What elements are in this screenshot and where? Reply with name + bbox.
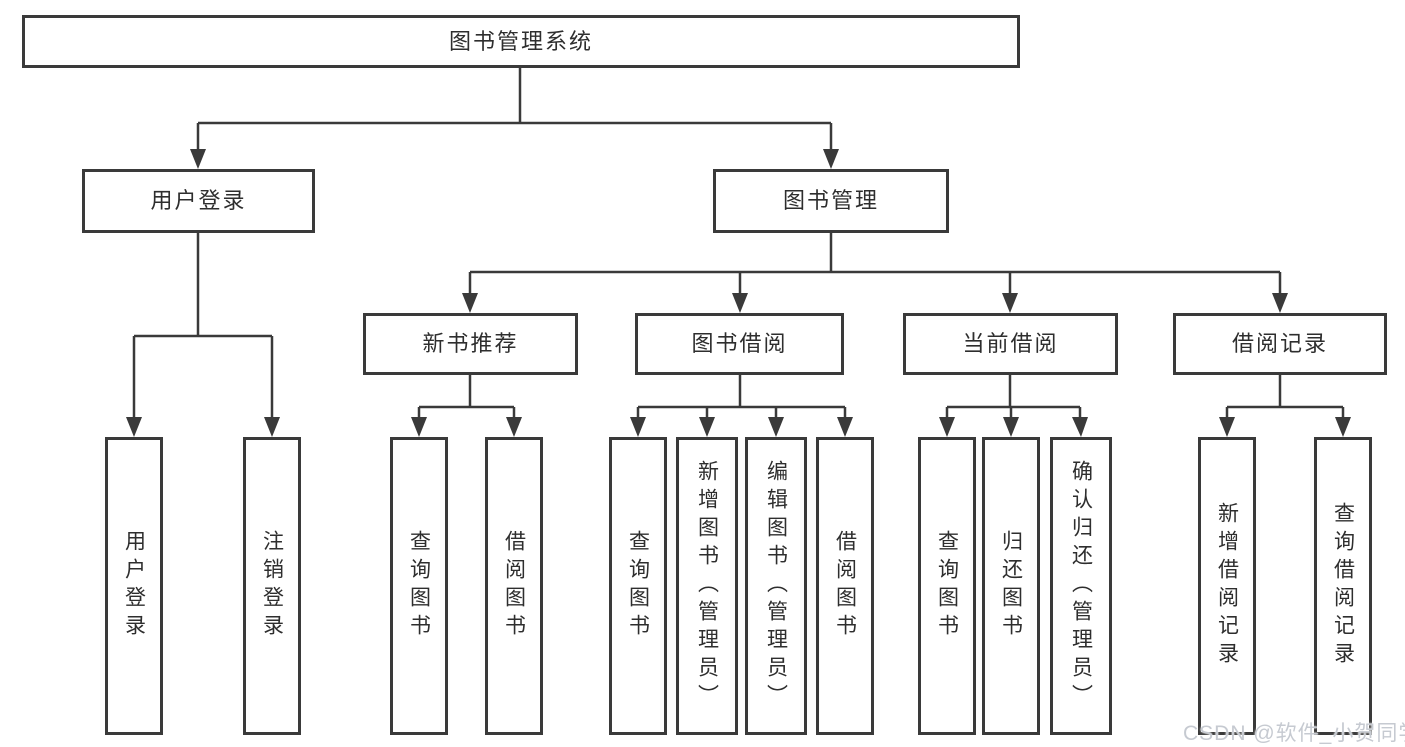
- leaf-user-login-label: 用户登录: [122, 530, 146, 642]
- leaf-add-borrow-record: 新增借阅记录: [1198, 437, 1256, 735]
- node-new-book-recommend: 新书推荐: [363, 313, 578, 375]
- leaf-current-query-books-label: 查询图书: [935, 530, 959, 642]
- leaf-add-borrow-record-label: 新增借阅记录: [1215, 502, 1239, 670]
- leaf-borrow-query-books-label: 查询图书: [626, 530, 650, 642]
- node-current-borrowing: 当前借阅: [903, 313, 1118, 375]
- leaf-newbook-borrow-book-label: 借阅图书: [502, 530, 526, 642]
- leaf-borrow-borrow-book: 借阅图书: [816, 437, 874, 735]
- tree-edges: [132, 67, 1345, 420]
- leaf-return-book-label: 归还图书: [999, 530, 1023, 642]
- csdn-watermark: CSDN @软件_小贺同学: [1183, 722, 1405, 745]
- leaf-user-logout-label: 注销登录: [260, 530, 284, 642]
- leaf-newbook-query-books-label: 查询图书: [407, 530, 431, 642]
- leaf-user-login: 用户登录: [105, 437, 163, 735]
- leaf-confirm-return-admin-label: 确认归还（管理员）: [1069, 460, 1093, 712]
- leaf-add-book-admin: 新增图书（管理员）: [676, 437, 738, 735]
- node-root-system: 图书管理系统: [22, 15, 1020, 68]
- leaf-edit-book-admin: 编辑图书（管理员）: [745, 437, 807, 735]
- leaf-user-logout: 注销登录: [243, 437, 301, 735]
- node-book-borrowing: 图书借阅: [635, 313, 844, 375]
- leaf-query-borrow-record: 查询借阅记录: [1314, 437, 1372, 735]
- leaf-newbook-borrow-book: 借阅图书: [485, 437, 543, 735]
- leaf-return-book: 归还图书: [982, 437, 1040, 735]
- arrowheads: [126, 149, 1351, 437]
- leaf-borrow-query-books: 查询图书: [609, 437, 667, 735]
- leaf-confirm-return-admin: 确认归还（管理员）: [1050, 437, 1112, 735]
- leaf-borrow-borrow-book-label: 借阅图书: [833, 530, 857, 642]
- leaf-query-borrow-record-label: 查询借阅记录: [1331, 502, 1355, 670]
- leaf-add-book-admin-label: 新增图书（管理员）: [695, 460, 719, 712]
- node-book-management: 图书管理: [713, 169, 949, 233]
- leaf-newbook-query-books: 查询图书: [390, 437, 448, 735]
- leaf-edit-book-admin-label: 编辑图书（管理员）: [764, 460, 788, 712]
- node-user-login-branch: 用户登录: [82, 169, 315, 233]
- leaf-current-query-books: 查询图书: [918, 437, 976, 735]
- node-borrowing-records: 借阅记录: [1173, 313, 1387, 375]
